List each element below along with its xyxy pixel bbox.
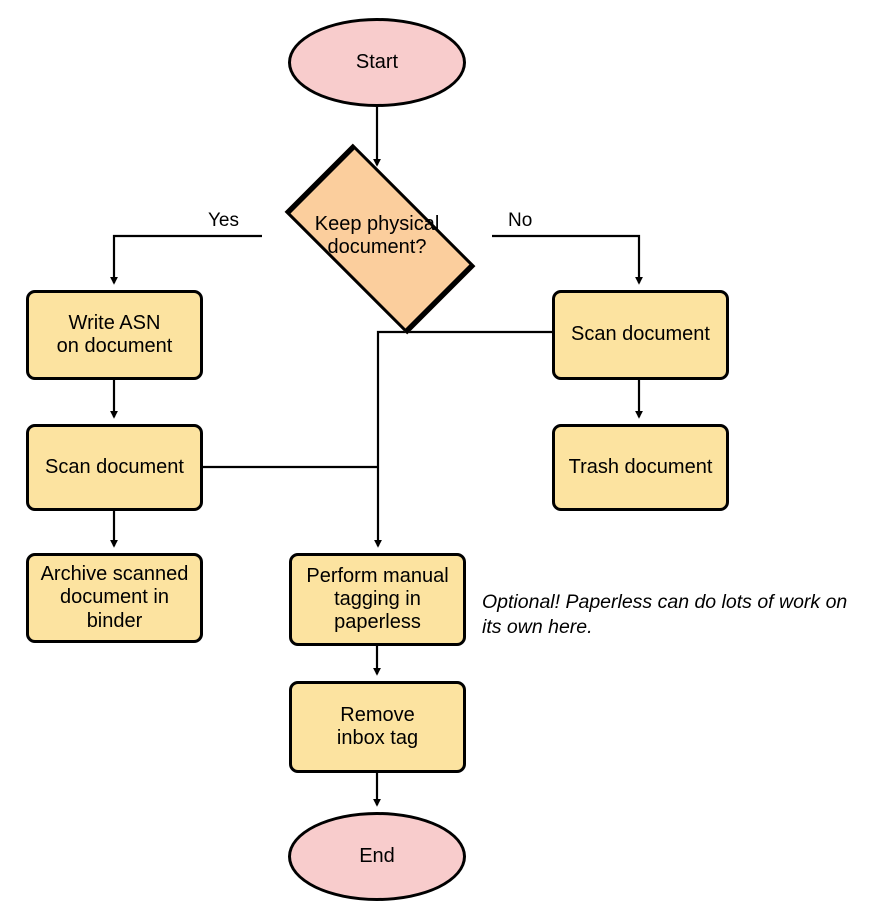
node-decision-keep-physical-document[interactable]: Keep physical document?	[262, 143, 492, 335]
node-start-label: Start	[355, 50, 399, 73]
node-scan-document-left[interactable]: Scan document	[26, 424, 203, 511]
node-start[interactable]: Start	[288, 18, 466, 107]
node-write-asn-on-document[interactable]: Write ASN on document	[26, 290, 203, 380]
node-remove-inbox-tag[interactable]: Remove inbox tag	[289, 681, 466, 773]
node-perform-manual-tagging[interactable]: Perform manual tagging in paperless	[289, 553, 466, 646]
edge-label-no: No	[508, 210, 533, 231]
edge-decision-no-to-scan-right	[492, 234, 643, 285]
node-archive-scanned-document[interactable]: Archive scanned document in binder	[26, 553, 203, 643]
node-trash-document[interactable]: Trash document	[552, 424, 729, 511]
node-end-label: End	[359, 844, 395, 867]
edge-decision-yes-to-write-asn	[110, 234, 262, 285]
node-archive-label: Archive scanned document in binder	[40, 563, 189, 632]
node-end[interactable]: End	[288, 812, 466, 901]
edge-scan-right-to-tagging	[374, 330, 552, 548]
node-scan-document-right-label: Scan document	[571, 323, 710, 346]
node-remove-inbox-tag-label: Remove inbox tag	[336, 703, 419, 749]
node-perform-manual-tagging-label: Perform manual tagging in paperless	[306, 564, 449, 634]
node-write-asn-label: Write ASN on document	[56, 311, 173, 357]
node-scan-document-right[interactable]: Scan document	[552, 290, 729, 380]
node-decision-label: Keep physical document?	[314, 212, 440, 258]
edge-label-yes: Yes	[208, 210, 239, 231]
node-trash-document-label: Trash document	[568, 455, 713, 478]
annotation-optional-note: Optional! Paperless can do lots of work …	[482, 591, 848, 639]
node-scan-document-left-label: Scan document	[45, 455, 184, 478]
